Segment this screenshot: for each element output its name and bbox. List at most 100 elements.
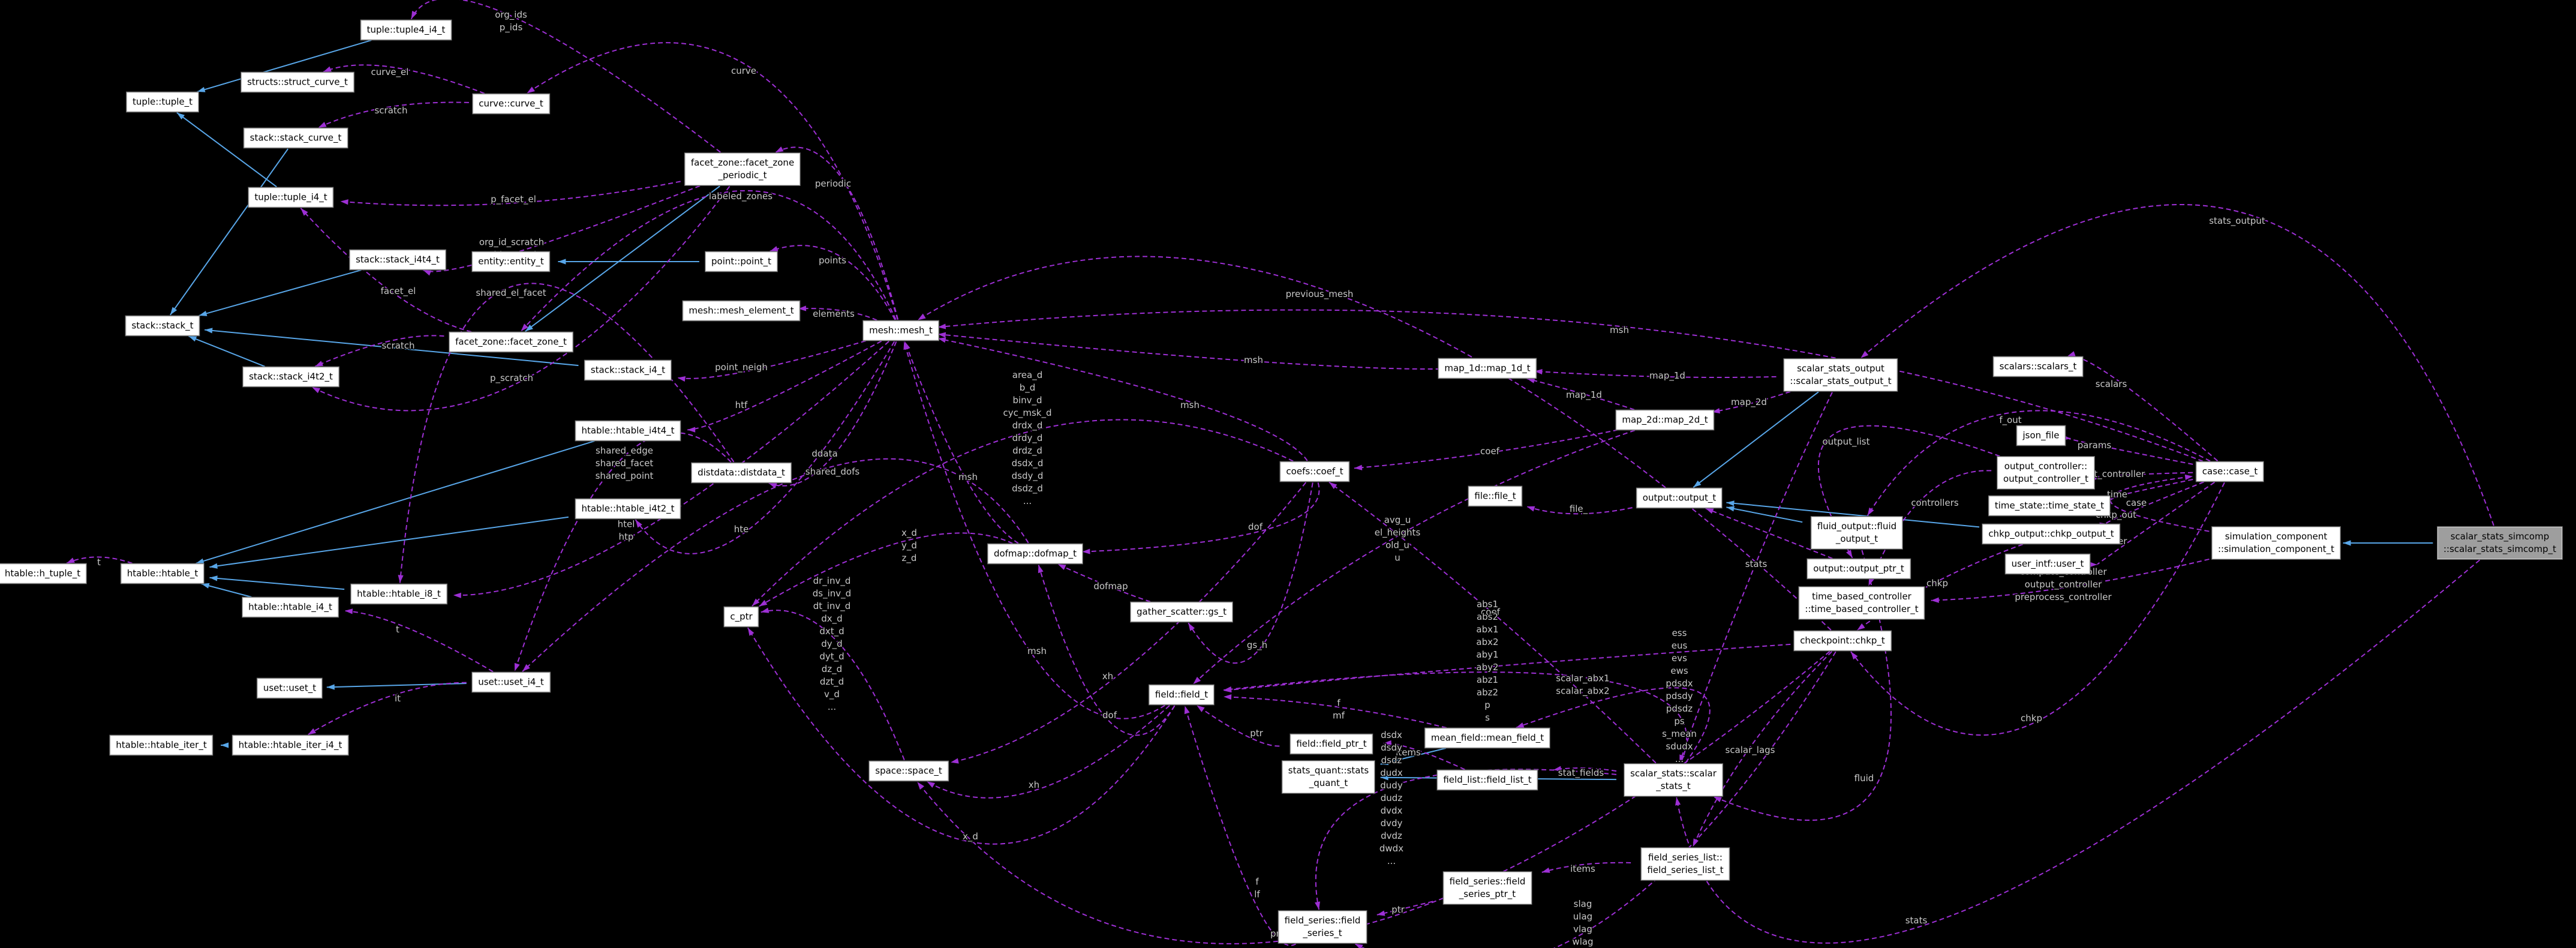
node-fz-periodic[interactable]: facet_zone::facet_zone_periodic_t xyxy=(684,153,801,185)
edge-chkp_output-to-output xyxy=(1726,502,1980,528)
node-fs-list[interactable]: field_series_list::field_series_list_t xyxy=(1641,848,1730,880)
node-field-ptr[interactable]: field::field_ptr_t xyxy=(1290,734,1373,754)
node-mesh[interactable]: mesh::mesh_t xyxy=(863,320,939,341)
node-stack-i4[interactable]: stack::stack_i4_t xyxy=(584,360,672,380)
node-fluid-output[interactable]: fluid_output::fluid_output_t xyxy=(1811,517,1903,549)
node-space[interactable]: space::space_t xyxy=(869,761,948,781)
node-fs-t[interactable]: field_series::field_series_t xyxy=(1278,911,1367,943)
node-sim-comp[interactable]: simulation_component::simulation_compone… xyxy=(2211,527,2341,559)
edge-label-scalar_stats-field_list: stat_fields xyxy=(1558,767,1604,779)
edge-fz_periodic-to-stack_i4t2 xyxy=(311,185,731,412)
node-stack-curve[interactable]: stack::stack_curve_t xyxy=(244,128,348,148)
node-mean-field[interactable]: mean_field::mean_field_t xyxy=(1424,728,1550,748)
node-htable-i4t2[interactable]: htable::htable_i4t2_t xyxy=(575,499,681,519)
node-c-ptr[interactable]: c_ptr xyxy=(724,607,759,627)
node-mesh-element[interactable]: mesh::mesh_element_t xyxy=(683,301,800,321)
node-htable-iter[interactable]: htable::htable_iter_t xyxy=(110,735,213,755)
edge-field-to-space xyxy=(926,705,1170,799)
node-h-tuple[interactable]: htable::h_tuple_t xyxy=(0,563,87,584)
node-label: field_list::field_list_t xyxy=(1443,774,1532,785)
node-htable[interactable]: htable::htable_t xyxy=(121,563,205,584)
edge-sss-to-sso xyxy=(1860,204,2494,526)
node-uset[interactable]: uset::uset_t xyxy=(257,678,323,698)
node-stack-i4t4[interactable]: stack::stack_i4t4_t xyxy=(350,250,446,270)
node-htable-i4[interactable]: htable::htable_i4_t xyxy=(242,597,338,617)
node-map-2d[interactable]: map_2d::map_2d_t xyxy=(1616,410,1714,430)
arrowhead-icon xyxy=(937,323,946,329)
arrowhead-icon xyxy=(423,270,432,276)
arrowhead-icon xyxy=(1355,943,1363,948)
node-curve-t[interactable]: curve::curve_t xyxy=(473,94,549,114)
node-json-file[interactable]: json_file xyxy=(2016,425,2066,446)
edge-field-to-c_ptr xyxy=(747,627,1176,845)
node-field-list[interactable]: field_list::field_list_t xyxy=(1437,770,1538,790)
node-distdata[interactable]: distdata::distdata_t xyxy=(692,463,791,483)
arrowhead-icon xyxy=(209,575,218,581)
node-gs[interactable]: gather_scatter::gs_t xyxy=(1131,602,1233,622)
node-field[interactable]: field::field_t xyxy=(1149,685,1215,705)
edge-label-coef-dofmap: dof xyxy=(1248,521,1263,532)
node-stats-quant[interactable]: stats_quant::stats_quant_t xyxy=(1282,761,1375,793)
node-sso[interactable]: scalar_stats_output::scalar_stats_output… xyxy=(1784,359,1898,391)
node-htable-i8[interactable]: htable::htable_i8_t xyxy=(351,584,447,604)
node-coef[interactable]: coefs::coef_t xyxy=(1280,461,1349,482)
node-map-1d[interactable]: map_1d::map_1d_t xyxy=(1438,358,1537,379)
arrowhead-icon xyxy=(1383,740,1391,746)
node-label: scalar_stats::scalar xyxy=(1630,768,1717,779)
node-label: scalars::scalars_t xyxy=(1999,361,2077,372)
node-chkp[interactable]: checkpoint::chkp_t xyxy=(1794,631,1891,651)
node-chkp-output[interactable]: chkp_output::chkp_output_t xyxy=(1982,524,2120,544)
node-stack-t[interactable]: stack::stack_t xyxy=(125,316,200,336)
node-label: output::output_t xyxy=(1642,492,1717,503)
node-octrl[interactable]: output_controller::output_controller_t xyxy=(1997,457,2094,489)
node-output[interactable]: output::output_t xyxy=(1636,488,1723,508)
node-fs-ptr[interactable]: field_series::field_series_ptr_t xyxy=(1443,872,1532,904)
node-file[interactable]: file::file_t xyxy=(1468,486,1522,506)
edge-label-mesh-curve_t: curve xyxy=(731,65,756,76)
node-case[interactable]: case::case_t xyxy=(2196,461,2264,482)
node-time-state[interactable]: time_state::time_state_t xyxy=(1988,496,2111,516)
node-entity[interactable]: entity::entity_t xyxy=(472,251,550,272)
node-output-ptr[interactable]: output::output_ptr_t xyxy=(1807,559,1910,579)
node-uset-i4[interactable]: uset::uset_i4_t xyxy=(472,672,550,692)
edge-label-sim_comp-case: case xyxy=(2126,497,2147,508)
node-tbc[interactable]: time_based_controller::time_based_contro… xyxy=(1799,587,1925,619)
node-label: json_file xyxy=(2022,430,2060,441)
edge-case-to-fluid_output xyxy=(1866,410,2211,516)
node-scalars[interactable]: scalars::scalars_t xyxy=(1993,356,2083,377)
edge-label-uset_i4-htable_iter_i4: it xyxy=(395,693,401,704)
node-tuple-t[interactable]: tuple::tuple_t xyxy=(126,92,199,112)
node-stack-i4t2[interactable]: stack::stack_i4t2_t xyxy=(243,367,339,387)
node-tuple-i4[interactable]: tuple::tuple_i4_t xyxy=(248,187,333,208)
edge-label-output-file: file_ xyxy=(1570,503,1588,515)
node-struct-curve[interactable]: structs::struct_curve_t xyxy=(241,72,354,92)
node-label: field_series::field xyxy=(1284,915,1361,926)
edge-fs_list-to-fs_ptr xyxy=(1541,862,1631,873)
arrowhead-icon xyxy=(1329,482,1337,490)
node-label: coefs::coef_t xyxy=(1286,466,1343,477)
node-dofmap[interactable]: dofmap::dofmap_t xyxy=(987,544,1083,564)
arrowhead-icon xyxy=(1693,838,1699,847)
node-facet-zone[interactable]: facet_zone::facet_zone_t xyxy=(449,332,573,352)
edge-uset_i4-to-htable_iter_i4 xyxy=(307,682,467,736)
edge-field-to-mesh xyxy=(903,341,1165,719)
node-tuple4-i4[interactable]: tuple::tuple4_i4_t xyxy=(360,20,452,40)
edge-label-curve_t-stack_curve: scratch xyxy=(374,105,407,116)
node-user-intf[interactable]: user_intf::user_t xyxy=(2005,554,2090,574)
node-htable-i4t4[interactable]: htable::htable_i4t4_t xyxy=(575,421,681,441)
arrowhead-icon xyxy=(1846,550,1853,558)
node-htable-iter-i4[interactable]: htable::htable_iter_i4_t xyxy=(232,735,348,755)
node-point[interactable]: point::point_t xyxy=(705,251,777,272)
edge-label-chkp_output-chkp: chkp xyxy=(1926,578,1948,589)
edge-label-field-mesh: msh xyxy=(1027,646,1047,656)
edge-htable_i8-to-htable xyxy=(209,577,345,590)
edge-label-chkp-fs_list: scalar_lags xyxy=(1726,745,1775,756)
node-scalar-stats[interactable]: scalar_stats::scalar_stats_t xyxy=(1624,764,1723,796)
edge-label-sso-map_1d: map_1d xyxy=(1649,370,1685,382)
node-sss[interactable]: scalar_stats_simcomp::scalar_stats_simco… xyxy=(2437,527,2563,559)
node-label: stack::stack_i4t4_t xyxy=(356,254,440,265)
arrowhead-icon xyxy=(1726,506,1735,512)
